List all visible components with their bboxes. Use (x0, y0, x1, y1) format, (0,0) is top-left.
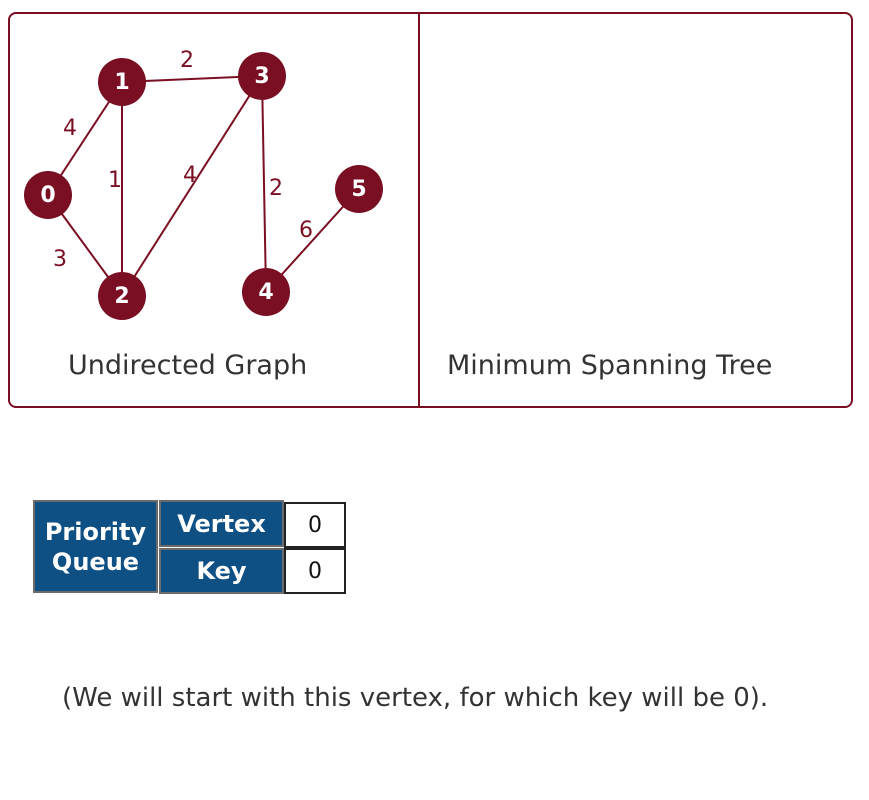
node-circle (242, 268, 290, 316)
edge-weight-4-5: 6 (299, 218, 313, 243)
key-value-cell: 0 (284, 548, 346, 594)
explanation-note: (We will start with this vertex, for whi… (62, 683, 769, 713)
edge-weight-0-2: 3 (53, 247, 67, 272)
node-circle (238, 52, 286, 100)
priority-queue-title: Priority Queue (33, 500, 158, 593)
node-circle (24, 171, 72, 219)
panel-divider (418, 14, 420, 406)
undirected-graph-caption: Undirected Graph (68, 350, 308, 381)
edge-weight-0-1: 4 (63, 116, 77, 141)
node-label: 3 (254, 64, 269, 89)
node-5: 5 (335, 165, 383, 213)
edge-3-4 (261, 75, 267, 293)
edge-weight-1-3: 2 (180, 48, 194, 73)
edge-weight-3-4: 2 (269, 176, 283, 201)
node-label: 4 (258, 280, 273, 305)
node-4: 4 (242, 268, 290, 316)
node-label: 1 (114, 70, 129, 95)
node-label: 5 (351, 177, 366, 202)
edge-weight-2-3: 4 (183, 163, 197, 188)
key-header: Key (159, 548, 284, 594)
vertex-value-cell: 0 (284, 502, 346, 548)
node-circle (98, 272, 146, 320)
node-label: 0 (40, 183, 55, 208)
node-circle (335, 165, 383, 213)
node-1: 1 (98, 58, 146, 106)
node-2: 2 (98, 272, 146, 320)
edge-weight-1-2: 1 (108, 168, 122, 193)
node-3: 3 (238, 52, 286, 100)
node-label: 2 (114, 284, 129, 309)
edge-2-3 (121, 75, 263, 297)
node-0: 0 (24, 171, 72, 219)
vertex-header: Vertex (159, 500, 284, 547)
mst-caption: Minimum Spanning Tree (447, 350, 773, 381)
node-circle (98, 58, 146, 106)
